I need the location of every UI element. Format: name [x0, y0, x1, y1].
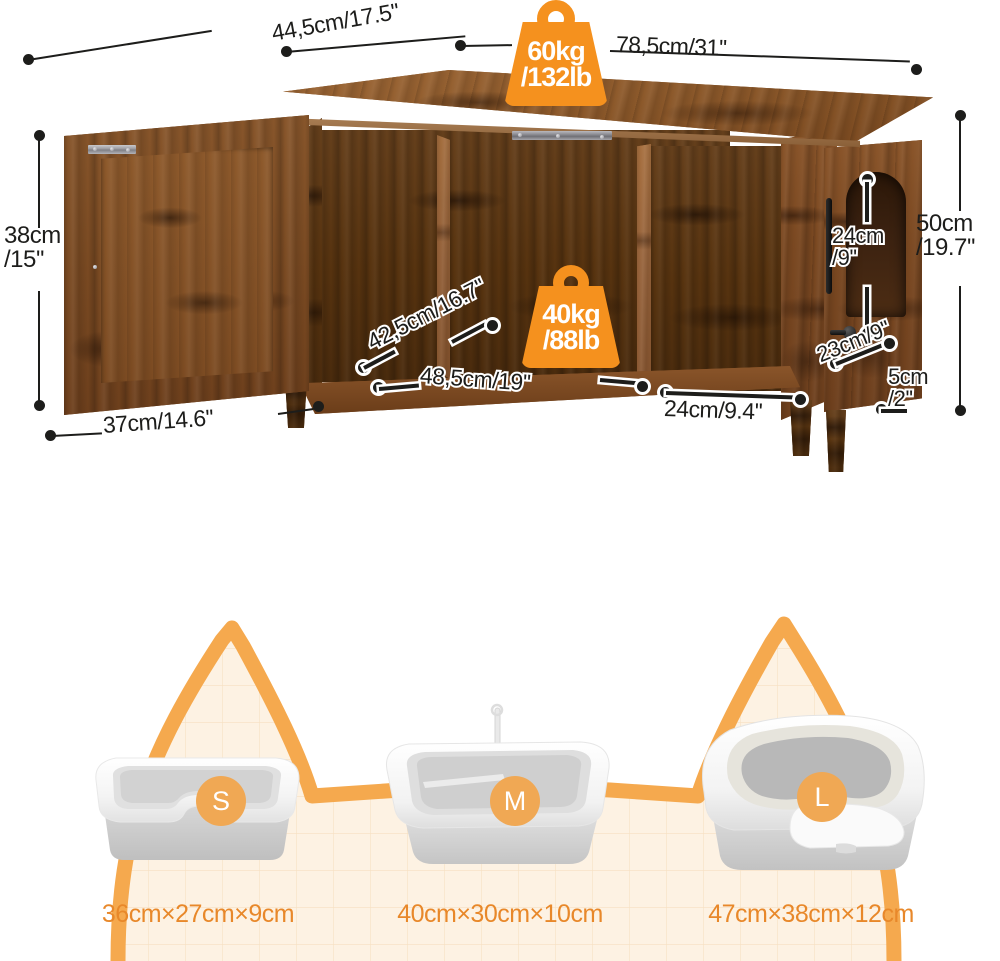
litter-box-size-medium: 40cm×30cm×10cm	[397, 900, 603, 928]
dim-label-leg-height: 5cm/2''	[886, 363, 931, 412]
door-latch-bar	[826, 198, 832, 294]
weight-badge-line1: 60kg	[527, 35, 586, 66]
cabinet-right-divider	[637, 144, 651, 386]
dim-label-depth-top: 44,5cm/17.5''	[269, 0, 402, 46]
weight-badge-line1: 40kg	[542, 298, 601, 329]
litter-box-size-large: 47cm×38cm×12cm	[708, 900, 914, 928]
dim-label-height-left: 38cm/15''	[4, 222, 61, 274]
litter-box-badge-medium: M	[490, 776, 540, 826]
dim-dot	[637, 381, 648, 392]
dim-label-side-width: 24cm/9.4''	[662, 393, 765, 426]
dim-dot	[884, 338, 895, 349]
litter-box-size-guide: S 36cm×27cm×9cm	[0, 500, 1000, 961]
dim-dot	[313, 401, 324, 412]
dim-dot	[955, 110, 966, 121]
door-panel-screw	[93, 265, 97, 269]
dim-line	[27, 29, 212, 61]
dim-label-door-width: 37cm/14.6''	[102, 404, 215, 438]
dim-line	[959, 116, 961, 211]
litter-box-badge-small: S	[196, 776, 246, 826]
dim-dot	[34, 400, 45, 411]
cabinet-right-door[interactable]	[824, 140, 922, 412]
dim-dot	[955, 405, 966, 416]
dim-dot	[487, 320, 498, 331]
weight-badge-line2: /132lb	[520, 62, 593, 92]
dim-dot	[660, 387, 671, 398]
weight-badge-top-capacity: 60kg /132lb	[504, 0, 608, 106]
dim-dot	[795, 394, 806, 405]
cabinet-leg-right	[826, 410, 846, 472]
dim-label-height-right: 50cm/19.7''	[916, 210, 976, 262]
dim-line	[959, 286, 961, 411]
product-dimension-diagram: 44,5cm/17.5'' 78,5cm/31'' 38cm/15'' 50cm…	[4, 0, 976, 472]
dim-dot	[862, 174, 873, 185]
cabinet-right-compartment	[651, 146, 781, 391]
door-knob-icon[interactable]	[830, 326, 856, 339]
dim-dot	[45, 430, 56, 441]
dim-label-entry-height: 24cm/9''	[830, 222, 886, 271]
dim-line	[881, 409, 907, 413]
dim-dot	[862, 328, 873, 339]
cabinet-interior-divider	[437, 135, 450, 379]
litter-box-badge-large: L	[797, 772, 847, 822]
dim-dot	[34, 130, 45, 141]
dim-line	[51, 432, 102, 437]
weight-badge-inner-capacity: 40kg /88lb	[521, 265, 621, 368]
door-inner-panel	[101, 147, 273, 383]
litter-box-size-small: 36cm×27cm×9cm	[101, 900, 295, 928]
dim-dot	[373, 382, 384, 393]
weight-badge-line2: /88lb	[542, 325, 601, 355]
dim-line	[865, 182, 869, 222]
dim-dot	[455, 40, 466, 51]
cabinet-lid-hinge	[512, 131, 612, 140]
cabinet-leg-center	[790, 400, 812, 456]
cabinet-left-door-open[interactable]	[64, 115, 309, 415]
dim-line	[38, 291, 40, 406]
cat-entrance-arch	[846, 172, 906, 317]
dim-line	[38, 136, 40, 228]
dim-dot	[911, 64, 922, 75]
dim-label-width-top: 78,5cm/31''	[615, 31, 728, 61]
